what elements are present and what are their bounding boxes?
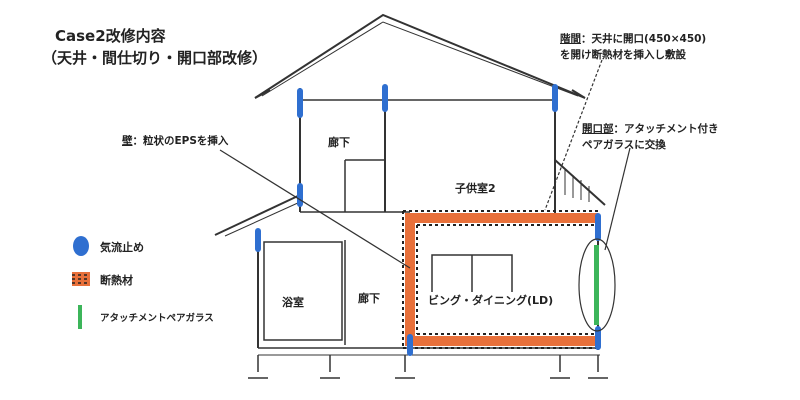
- note-wall-text: ：粒状のEPSを挿入: [132, 135, 229, 147]
- legend-air-stop: 気流止め: [100, 241, 144, 254]
- main-roof: [254, 13, 586, 99]
- legend-air-stop-icon: [73, 236, 89, 256]
- room-corridor-upper: 廊下: [328, 136, 350, 149]
- note-opening-text: ：アタッチメント付き: [613, 123, 719, 135]
- legend-insulation: 断熱材: [100, 274, 133, 287]
- note-wall-head: 壁: [122, 135, 133, 147]
- pair-glass: [594, 245, 599, 325]
- room-kids: 子供室2: [455, 182, 496, 195]
- legend-glass-icon: [78, 305, 82, 329]
- room-ld: ビング・ダイニング(LD): [428, 292, 554, 308]
- note-wall: 壁：粒状のEPSを挿入: [122, 134, 228, 149]
- note-ceiling-text: ：天井に開口(450×450): [581, 33, 707, 45]
- note-opening-line2: ペアガラスに交換: [582, 139, 666, 151]
- note-ceiling: 階間：天井に開口(450×450): [560, 32, 706, 47]
- note-opening: 開口部：アタッチメント付き: [582, 122, 719, 137]
- title-line1: Case2改修内容: [55, 27, 166, 45]
- note-ceiling-head: 階間: [560, 33, 581, 45]
- room-bath: 浴室: [282, 296, 304, 309]
- note-opening-head: 開口部: [582, 123, 614, 135]
- leader-lines: [219, 59, 631, 269]
- insulation-material: [402, 210, 598, 349]
- note-ceiling-line2: を開け断熱材を挿入し敷設: [560, 49, 686, 61]
- air-stops: [255, 84, 601, 356]
- room-corridor-lower: 廊下: [358, 292, 380, 305]
- legend-glass: アタッチメントペアガラス: [100, 313, 214, 324]
- opening-highlight: [578, 238, 616, 332]
- title-line2: （天井・間仕切り・開口部改修）: [42, 49, 268, 67]
